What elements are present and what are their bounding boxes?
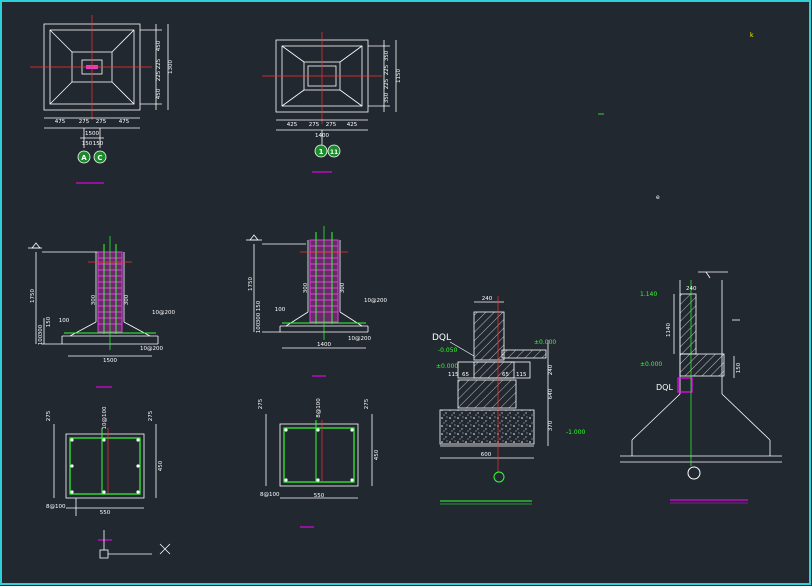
plan-b-dim-bottom-total: 1400	[315, 133, 329, 139]
column-b-dim-top-2: 8@100	[316, 398, 322, 418]
wall-detail-b-beam	[677, 377, 693, 393]
column-section-a[interactable]	[53, 424, 157, 516]
section-b-dim-left-1: 100	[256, 322, 262, 333]
axis-bubble-c: C	[93, 150, 107, 164]
plan-b-dim-right-4: 350	[384, 92, 390, 103]
wall-foundation-detail[interactable]	[439, 301, 549, 459]
wall-detail-right-dim-3: 370	[548, 420, 554, 431]
column-a-dim-top-3: 275	[148, 410, 154, 421]
column-a-side-dim: 450	[158, 460, 164, 471]
section-a-top-dim: 100	[59, 318, 70, 324]
section-a-bar-label-2: 300	[124, 294, 130, 305]
column-a-dim-top-2: 10@100	[102, 406, 108, 429]
wall-detail-elev-top: ±0.000	[534, 339, 556, 346]
column-b-bottom-dim: 550	[314, 493, 325, 499]
plan-b-dim-right-2: 225	[384, 64, 390, 75]
wall-detail-right-dim-1: 240	[548, 364, 554, 375]
ucs-icon	[99, 530, 171, 559]
wall-detail-beam-label: DQL	[432, 333, 451, 343]
wall-detail-right-dim-2: 640	[548, 388, 554, 399]
plan-b-dim-right-1: 350	[384, 50, 390, 61]
wall-detail-dim-mid-4: 115	[516, 372, 527, 378]
column-b-bar-note: 8@100	[260, 492, 280, 498]
wall-detail-b-height-dim: 1140	[666, 323, 672, 337]
plan-a-dim-bottom-total: 1500	[85, 131, 99, 137]
plan-a-dim-bottom-4: 475	[119, 119, 130, 125]
column-b-dim-top-1: 275	[258, 398, 264, 409]
wall-detail-axis-bubble	[493, 471, 505, 483]
column-a-stirrup	[69, 428, 141, 495]
axis-bubble-11: 11	[327, 144, 341, 158]
column-b-stirrup	[283, 420, 355, 483]
section-b-dim-left-2: 300	[256, 312, 262, 323]
axis-bubble-a: A	[77, 150, 91, 164]
axis-bubble-1: 1	[314, 144, 328, 158]
plan-a-dim-small-2: 150	[93, 141, 104, 147]
wall-detail-elev-left-2: ±0.000	[436, 363, 458, 370]
wall-detail-dim-mid-1: 115	[448, 372, 459, 378]
section-a-dim-left-2: 300	[38, 324, 44, 335]
plan-a-dim-right-1: 450	[156, 40, 162, 51]
section-a-rebar-note: 10@200	[152, 310, 175, 316]
wall-detail-b-right-dim: 150	[736, 362, 742, 373]
section-b-height: 1750	[248, 277, 254, 291]
section-a-height: 1750	[30, 289, 36, 303]
plan-a-dim-bottom-2: 275	[79, 119, 90, 125]
axis-label-1: 1	[319, 148, 324, 156]
wall-detail-b-axis-bubble	[687, 466, 701, 480]
wall-detail-top-dim: 240	[482, 296, 493, 302]
section-b-rebar-note-b: 10@200	[348, 336, 371, 342]
column-a-bottom-dim: 550	[100, 510, 111, 516]
section-b-bar-label-1: 300	[303, 282, 309, 293]
wall-detail-beam-leader	[449, 341, 475, 357]
section-a-dim-left-1: 100	[38, 334, 44, 345]
plan-a-dim-right-2: 225	[156, 58, 162, 69]
wall-detail-b-elev-top: 1.140	[640, 291, 657, 298]
foundation-plan-b[interactable]	[262, 32, 397, 146]
section-a-width: 1500	[103, 358, 117, 364]
wall-detail-elev-bottom: -1.000	[566, 429, 586, 436]
section-b-dim-left-3: 150	[256, 300, 262, 311]
wall-detail-dim-mid-3: 65	[502, 372, 509, 378]
axis-label-a: A	[81, 154, 87, 162]
plan-b-dim-bottom-3: 275	[326, 122, 337, 128]
column-a-dim-top-1: 275	[46, 410, 52, 421]
plan-a-dim-right-4: 450	[156, 88, 162, 99]
axis-label-c: C	[97, 154, 102, 162]
wall-detail-b-top-dim: 240	[686, 286, 697, 292]
section-a-rebar-note-b: 10@200	[140, 346, 163, 352]
plan-a-dim-bottom-1: 475	[55, 119, 66, 125]
wall-detail-b-elev-mid: ±0.000	[640, 361, 662, 368]
plan-a-dim-bottom-3: 275	[96, 119, 107, 125]
section-b-bar-label-2: 300	[340, 282, 346, 293]
section-b-width: 1400	[317, 342, 331, 348]
wall-detail-b-beam-label: DQL	[656, 383, 673, 392]
plan-a-dim-right-3: 225	[156, 70, 162, 81]
plan-b-dim-bottom-1: 425	[287, 122, 298, 128]
wall-detail-width: 600	[481, 452, 492, 458]
plan-b-dim-bottom-2: 275	[309, 122, 320, 128]
column-b-side-dim: 450	[374, 449, 380, 460]
column-a-bar-note: 8@100	[46, 504, 66, 510]
column-b-dim-top-3: 275	[364, 398, 370, 409]
plan-a-dim-right-total: 1300	[168, 60, 174, 74]
plan-b-dim-bottom-4: 425	[347, 122, 358, 128]
marker-e: e	[656, 194, 660, 201]
section-b-top-dim: 100	[275, 307, 286, 313]
marker-k: k	[750, 32, 754, 39]
section-a-bar-label-1: 300	[91, 294, 97, 305]
plan-b-dim-right-3: 225	[384, 78, 390, 89]
section-a-dim-left-3: 150	[46, 316, 52, 327]
plan-a-dim-small-1: 150	[82, 141, 93, 147]
plan-b-dim-right-total: 1150	[396, 69, 402, 83]
axis-label-11: 11	[330, 149, 338, 156]
foundation-plan-a[interactable]	[30, 15, 169, 148]
wall-detail-elev-left: -0.050	[438, 347, 458, 354]
wall-detail-dim-mid-2: 65	[462, 372, 469, 378]
column-section-b[interactable]	[265, 414, 373, 499]
section-b-rebar-note: 10@200	[364, 298, 387, 304]
